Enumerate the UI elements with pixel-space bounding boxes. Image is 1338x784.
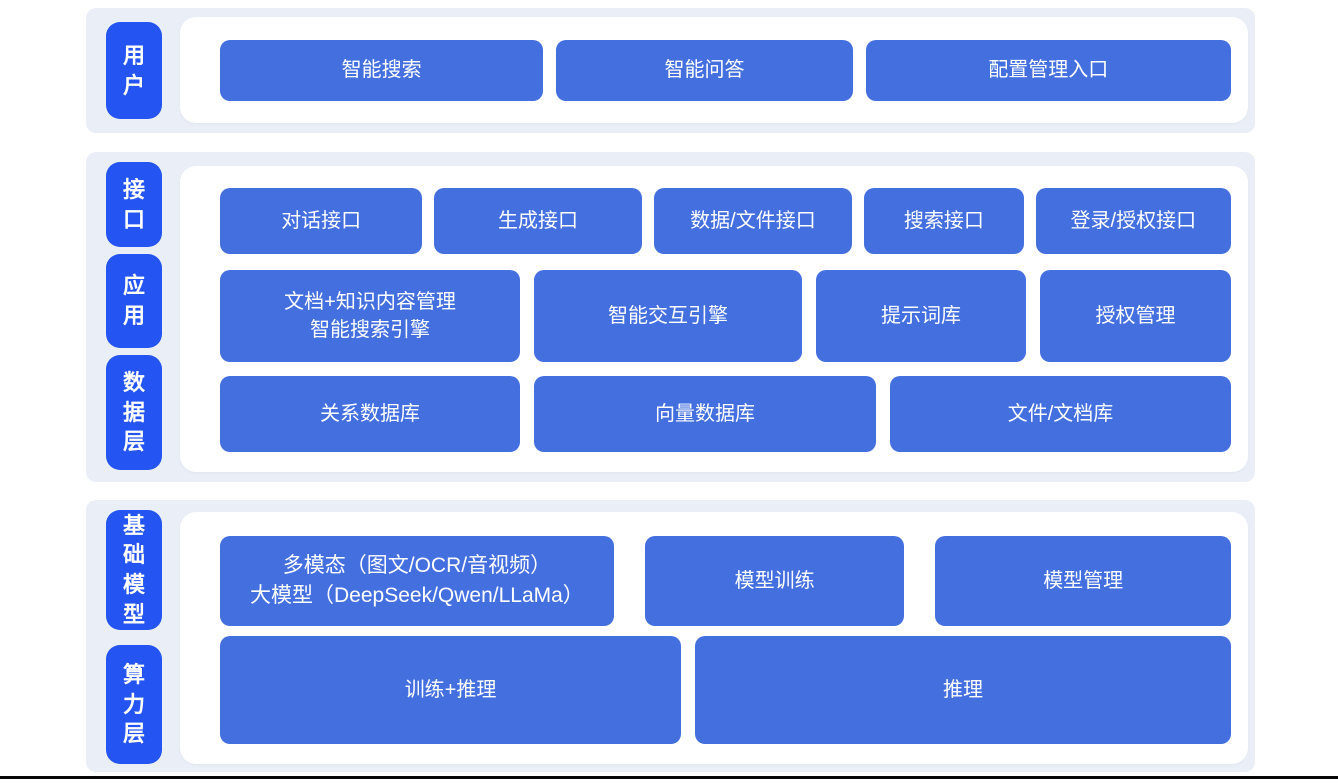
block-smart-qa: 智能问答 bbox=[556, 40, 853, 101]
block-training-plus-inference: 训练+推理 bbox=[220, 636, 682, 744]
layer-label-text: 用户 bbox=[122, 42, 145, 98]
block-label: 数据/文件接口 bbox=[690, 209, 816, 232]
layer-label-text: 数据层 bbox=[122, 369, 145, 455]
bottom-layer-panel: 多模态（图文/OCR/音视频） 大模型（DeepSeek/Qwen/LLaMa）… bbox=[180, 512, 1248, 764]
block-config-management-entry: 配置管理入口 bbox=[865, 40, 1231, 101]
block-multimodal-large-model: 多模态（图文/OCR/音视频） 大模型（DeepSeek/Qwen/LLaMa） bbox=[220, 536, 614, 626]
block-label-line2: 大模型（DeepSeek/Qwen/LLaMa） bbox=[250, 584, 584, 607]
block-smart-interaction-engine: 智能交互引擎 bbox=[534, 270, 802, 362]
block-data-file-api: 数据/文件接口 bbox=[653, 188, 853, 254]
foundation-model-row: 多模态（图文/OCR/音视频） 大模型（DeepSeek/Qwen/LLaMa）… bbox=[220, 536, 1231, 626]
layer-label-foundation-model: 基础模型 bbox=[106, 510, 162, 630]
block-model-training: 模型训练 bbox=[644, 536, 905, 626]
block-label: 关系数据库 bbox=[320, 402, 420, 425]
middle-layer-panel: 对话接口 生成接口 数据/文件接口 搜索接口 登录/授权接口 文档+知识内容管理 bbox=[180, 166, 1248, 472]
block-label: 向量数据库 bbox=[655, 402, 755, 425]
block-authorization-management: 授权管理 bbox=[1040, 270, 1231, 362]
bottom-layer-labels: 基础模型 算力层 bbox=[106, 500, 162, 772]
layer-label-text: 基础模型 bbox=[122, 512, 145, 627]
block-label-line1: 多模态（图文/OCR/音视频） bbox=[282, 554, 552, 578]
compute-row: 训练+推理 推理 bbox=[220, 636, 1231, 744]
block-label: 搜索接口 bbox=[903, 209, 984, 232]
block-label: 对话接口 bbox=[281, 209, 362, 232]
layer-label-compute: 算力层 bbox=[106, 645, 162, 764]
layer-label-text: 应用 bbox=[122, 273, 145, 328]
block-model-management: 模型管理 bbox=[935, 536, 1231, 626]
block-label: 模型训练 bbox=[734, 569, 815, 592]
block-label: 配置管理入口 bbox=[988, 59, 1109, 82]
data-row: 关系数据库 向量数据库 文件/文档库 bbox=[220, 376, 1231, 452]
block-inference: 推理 bbox=[695, 636, 1231, 744]
block-relational-database: 关系数据库 bbox=[220, 376, 520, 452]
block-smart-search: 智能搜索 bbox=[220, 40, 544, 101]
block-label: 文件/文档库 bbox=[1007, 402, 1114, 425]
middle-layer-labels: 接口 应用 数据层 bbox=[106, 152, 162, 482]
layer-label-text: 算力层 bbox=[122, 661, 145, 747]
block-label: 推理 bbox=[943, 678, 984, 701]
block-label: 智能搜索 bbox=[341, 59, 422, 82]
block-label: 生成接口 bbox=[498, 209, 579, 232]
user-layer-panel: 智能搜索 智能问答 配置管理入口 bbox=[180, 17, 1248, 123]
block-label: 登录/授权接口 bbox=[1070, 209, 1197, 232]
block-login-auth-api: 登录/授权接口 bbox=[1035, 188, 1231, 254]
block-search-api: 搜索接口 bbox=[864, 188, 1024, 254]
block-label-line2: 智能搜索引擎 bbox=[310, 319, 430, 341]
layer-label-interface: 接口 bbox=[106, 162, 162, 247]
block-dialog-api: 对话接口 bbox=[220, 188, 423, 254]
user-layer-labels: 用户 bbox=[106, 8, 162, 133]
block-label: 训练+推理 bbox=[404, 678, 497, 701]
layer-label-application: 应用 bbox=[106, 254, 162, 348]
block-generation-api: 生成接口 bbox=[434, 188, 642, 254]
user-layer-row: 智能搜索 智能问答 配置管理入口 bbox=[220, 40, 1231, 101]
layer-label-user: 用户 bbox=[106, 22, 162, 119]
block-prompt-library: 提示词库 bbox=[816, 270, 1026, 362]
block-label: 智能问答 bbox=[664, 59, 745, 82]
block-label: 模型管理 bbox=[1043, 569, 1124, 592]
block-file-document-store: 文件/文档库 bbox=[890, 376, 1231, 452]
bottom-divider bbox=[0, 776, 1338, 779]
band-bottom-layers: 基础模型 算力层 多模态（图文/OCR/音视频） 大模型（DeepSeek/Qw… bbox=[86, 500, 1255, 772]
block-label: 智能交互引擎 bbox=[608, 304, 728, 327]
layer-label-data: 数据层 bbox=[106, 355, 162, 470]
band-middle-layers: 接口 应用 数据层 对话接口 生成接口 数据/文件接口 搜 bbox=[86, 152, 1255, 482]
block-label-line1: 文档+知识内容管理 bbox=[284, 290, 456, 313]
block-doc-knowledge-search-engine: 文档+知识内容管理 智能搜索引擎 bbox=[220, 270, 520, 362]
application-row: 文档+知识内容管理 智能搜索引擎 智能交互引擎 提示词库 授权管理 bbox=[220, 270, 1231, 362]
block-label: 提示词库 bbox=[881, 304, 961, 327]
block-label: 授权管理 bbox=[1095, 304, 1176, 327]
interface-row: 对话接口 生成接口 数据/文件接口 搜索接口 登录/授权接口 bbox=[220, 188, 1231, 254]
block-vector-database: 向量数据库 bbox=[534, 376, 876, 452]
layer-label-text: 接口 bbox=[122, 176, 145, 232]
band-user-layer: 用户 智能搜索 智能问答 配置管理入口 bbox=[86, 8, 1255, 133]
